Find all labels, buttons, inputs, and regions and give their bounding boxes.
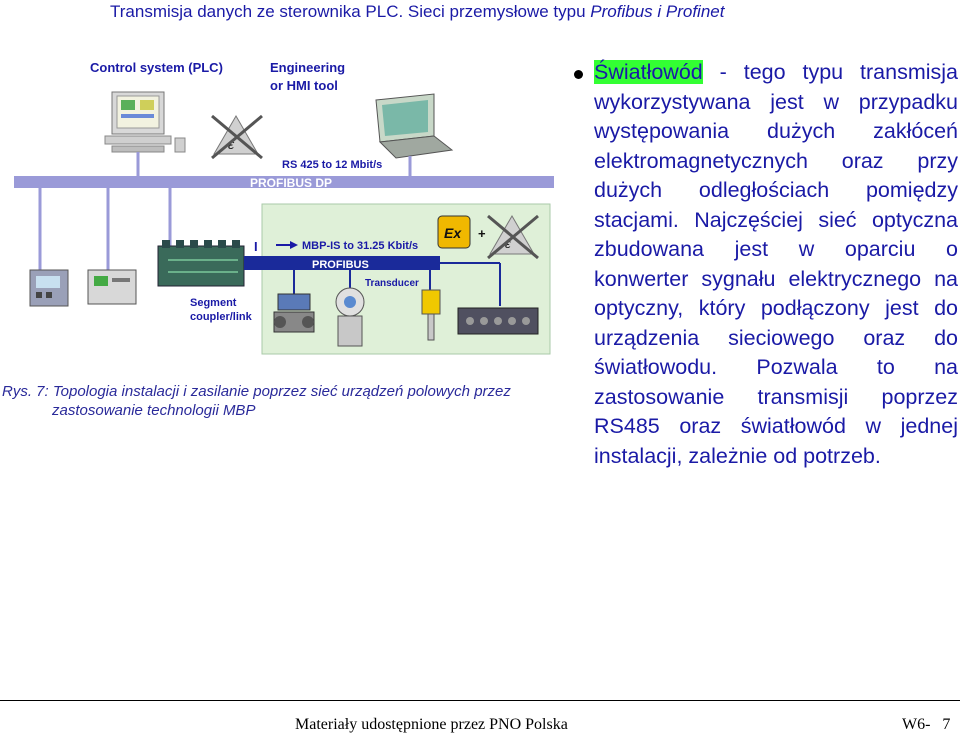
profibus-pa-bus bbox=[244, 256, 440, 270]
segment-coupler-icon bbox=[157, 240, 245, 287]
controller-device-icon bbox=[87, 269, 137, 305]
engineering-label: Engineering bbox=[270, 60, 345, 75]
profibus-dp-bus bbox=[14, 176, 554, 188]
rs425-label: RS 425 to 12 Mbit/s bbox=[282, 159, 382, 171]
footer-divider bbox=[0, 700, 960, 701]
highlighted-term: Światłowód bbox=[594, 60, 703, 84]
header-italic-text: Profibus i Profinet bbox=[590, 2, 725, 21]
profibus-label: PROFIBUS bbox=[312, 259, 369, 271]
coupler-link-label: coupler/link bbox=[190, 311, 253, 323]
profibus-topology-figure: Control system (PLC) Engineering or HMI … bbox=[0, 50, 560, 420]
ex-explosion-proof-icon: Ex bbox=[437, 215, 471, 249]
ex-crossed-warning-icon: ε bbox=[211, 114, 263, 160]
bullet-text: - tego typu transmisja wykorzystywana je… bbox=[594, 60, 958, 468]
header-text: Transmisja danych ze sterownika PLC. Sie… bbox=[110, 2, 591, 21]
hmi-tool-label: or HMI tool bbox=[270, 78, 338, 93]
figure-caption: Rys. 7: Topologia instalacji i zasilanie… bbox=[2, 382, 511, 420]
svg-text:ε: ε bbox=[228, 136, 235, 152]
level-sensor-icon bbox=[421, 289, 441, 341]
caption-line-1: Rys. 7: Topologia instalacji i zasilanie… bbox=[2, 383, 511, 400]
analyzer-device-icon bbox=[29, 269, 69, 307]
page-header: Transmisja danych ze sterownika PLC. Sie… bbox=[110, 2, 724, 22]
plus-label: + bbox=[478, 226, 486, 241]
pressure-transmitter-icon bbox=[335, 287, 365, 347]
io-module-icon bbox=[457, 307, 539, 335]
caption-line-2: zastosowanie technologii MBP bbox=[52, 402, 256, 419]
footer-source: Materiały udostępnione przez PNO Polska bbox=[295, 716, 568, 733]
bullet-paragraph: Światłowód - tego typu transmisja wykorz… bbox=[594, 58, 958, 471]
segment-label: Segment bbox=[190, 297, 237, 309]
flowmeter-icon bbox=[273, 293, 315, 333]
footer-page-number: W6- 7 bbox=[902, 716, 951, 733]
mbp-intrinsic-icon: I bbox=[254, 239, 258, 254]
bullet-dot-icon bbox=[574, 70, 583, 79]
profibus-dp-label: PROFIBUS DP bbox=[250, 176, 332, 190]
mbp-label: MBP-IS to 31.25 Kbit/s bbox=[302, 240, 418, 252]
laptop-icon bbox=[375, 93, 454, 159]
plc-computer-icon bbox=[104, 91, 186, 153]
ex-crossed-field-icon: ε bbox=[487, 214, 539, 260]
transducer-label: Transducer bbox=[365, 278, 419, 289]
svg-text:Ex: Ex bbox=[444, 225, 462, 241]
control-system-label: Control system (PLC) bbox=[90, 60, 223, 75]
svg-text:ε: ε bbox=[505, 236, 511, 251]
